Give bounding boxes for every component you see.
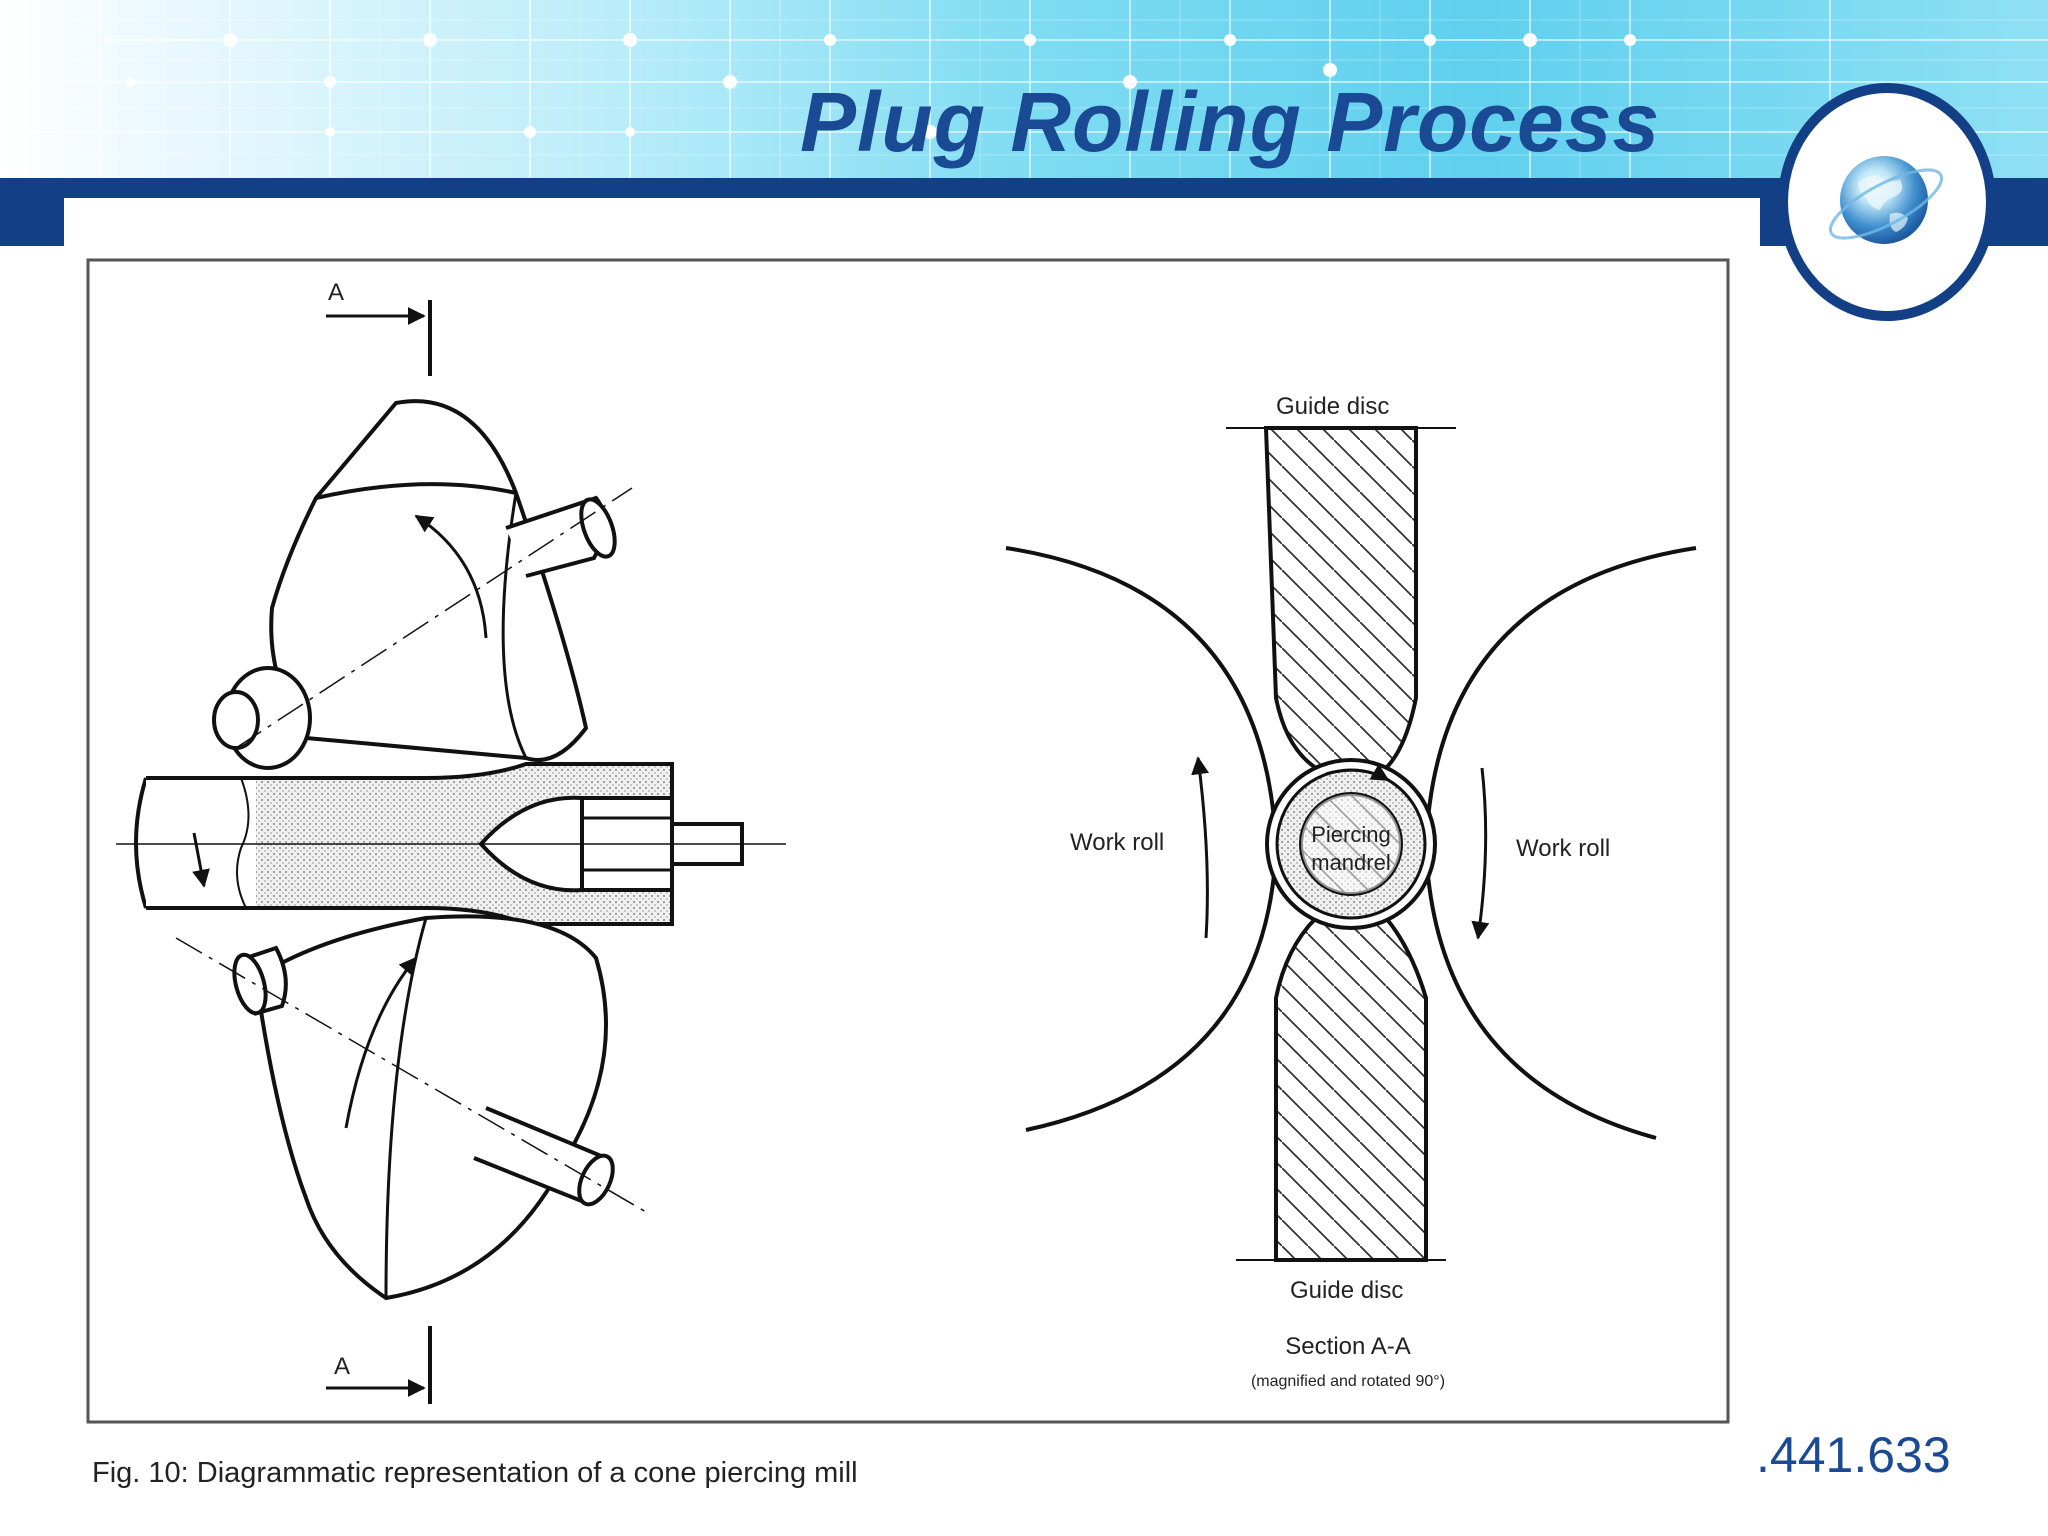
figure-caption: Fig. 10: Diagrammatic representation of … (92, 1457, 858, 1489)
section-title-label: Section A-A (1285, 1333, 1410, 1360)
header-grid-pattern (0, 0, 2048, 180)
guide-disc-top-label: Guide disc (1276, 393, 1389, 420)
work-roll-left-label: Work roll (1070, 829, 1164, 856)
mandrel-label-line2: mandrel (1311, 850, 1390, 875)
header-band-left-tab (0, 178, 64, 246)
section-marker-bottom-label: A (334, 1353, 350, 1380)
upper-cone-roll (212, 399, 633, 770)
section-a-a-view (1005, 426, 1697, 1262)
section-note-label: (magnified and rotated 90°) (1251, 1373, 1445, 1390)
lower-cone-roll (175, 914, 647, 1301)
section-marker-top-label: A (328, 279, 344, 306)
guide-disc-bottom-label: Guide disc (1290, 1277, 1403, 1304)
globe-icon (1778, 83, 1996, 321)
header-banner: Plug Rolling Process (0, 0, 2048, 180)
guide-disc-bottom (1274, 916, 1428, 1262)
slide-number: .441.633 (1756, 1427, 1951, 1483)
tube-and-piercing-plug (116, 762, 786, 926)
mandrel-label-line1: Piercing (1311, 822, 1390, 847)
cone-piercing-mill-figure: A A Guide disc Guide disc Work roll Work… (86, 258, 1730, 1424)
cone-mill-side-view (116, 300, 786, 1404)
slide-title: Plug Rolling Process (800, 75, 1661, 169)
work-roll-right-label: Work roll (1516, 835, 1610, 862)
guide-disc-top (1263, 426, 1418, 770)
header-band (0, 178, 2048, 198)
